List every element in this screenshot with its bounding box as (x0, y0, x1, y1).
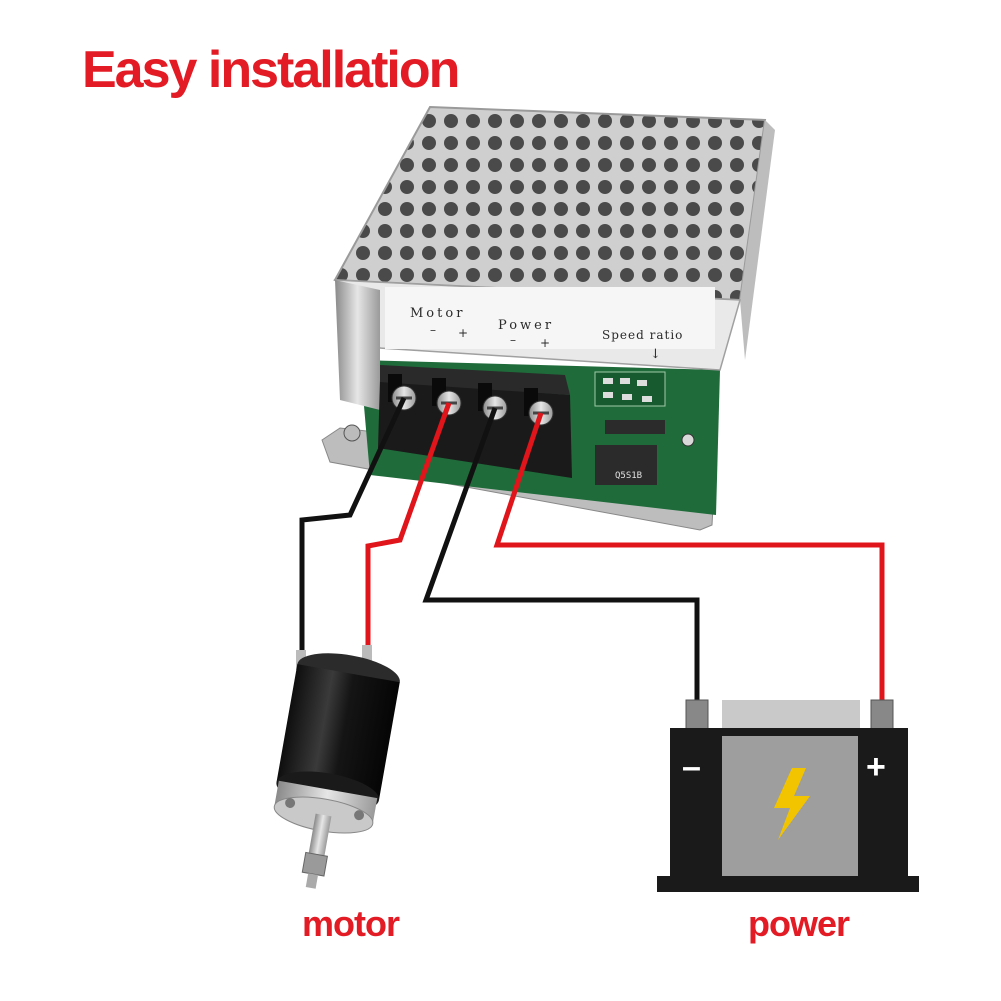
speed-arrow: ↓ (650, 347, 661, 362)
label-motor: Motor (410, 306, 465, 321)
label-face (385, 287, 715, 349)
smd-component-area (594, 371, 666, 407)
board-code: Q5S1B (615, 471, 642, 481)
base-screw (343, 424, 361, 442)
motor-screw-left (285, 798, 296, 809)
motor-plus-mark: + (458, 326, 468, 340)
battery-base (657, 876, 919, 892)
header-pins-top (605, 420, 665, 434)
motor-lead-plus (362, 645, 372, 665)
wire-power-minus (422, 407, 700, 705)
wire-motor-minus (299, 396, 407, 665)
battery-terminal-plus (870, 699, 894, 731)
motor-minus-mark: – (430, 323, 436, 337)
power-minus-mark: – (510, 333, 516, 347)
motor-screw-right (354, 810, 365, 821)
header-pins (595, 445, 657, 485)
cover-front-left (335, 280, 380, 410)
perforated-cover (333, 105, 767, 302)
power-plus-mark: + (540, 336, 550, 350)
battery-minus-symbol: – (682, 748, 701, 786)
wire-power-plus (493, 412, 885, 705)
motor-shaft-nut (301, 851, 329, 877)
battery-plus-symbol: + (866, 748, 886, 786)
battery-top (722, 700, 860, 730)
power-caption: power (748, 903, 850, 944)
motor-illustration (273, 645, 400, 889)
page-title: Easy installation (82, 41, 460, 99)
motor-caption: motor (302, 903, 400, 944)
speed-controller: Motor Power Speed ratio – + – + ↓ Q5S1B (321, 105, 775, 531)
mount-hole (681, 433, 695, 447)
wire-motor-plus (365, 402, 452, 652)
motor-shaft (308, 813, 332, 856)
cover-side (740, 120, 775, 360)
wires (299, 396, 885, 705)
battery-illustration: – + (657, 699, 919, 892)
label-speed-ratio: Speed ratio (602, 328, 683, 342)
label-power: Power (498, 318, 554, 333)
motor-body (276, 664, 400, 801)
battery-terminal-minus (685, 699, 709, 731)
lightning-bolt-icon (774, 768, 810, 840)
